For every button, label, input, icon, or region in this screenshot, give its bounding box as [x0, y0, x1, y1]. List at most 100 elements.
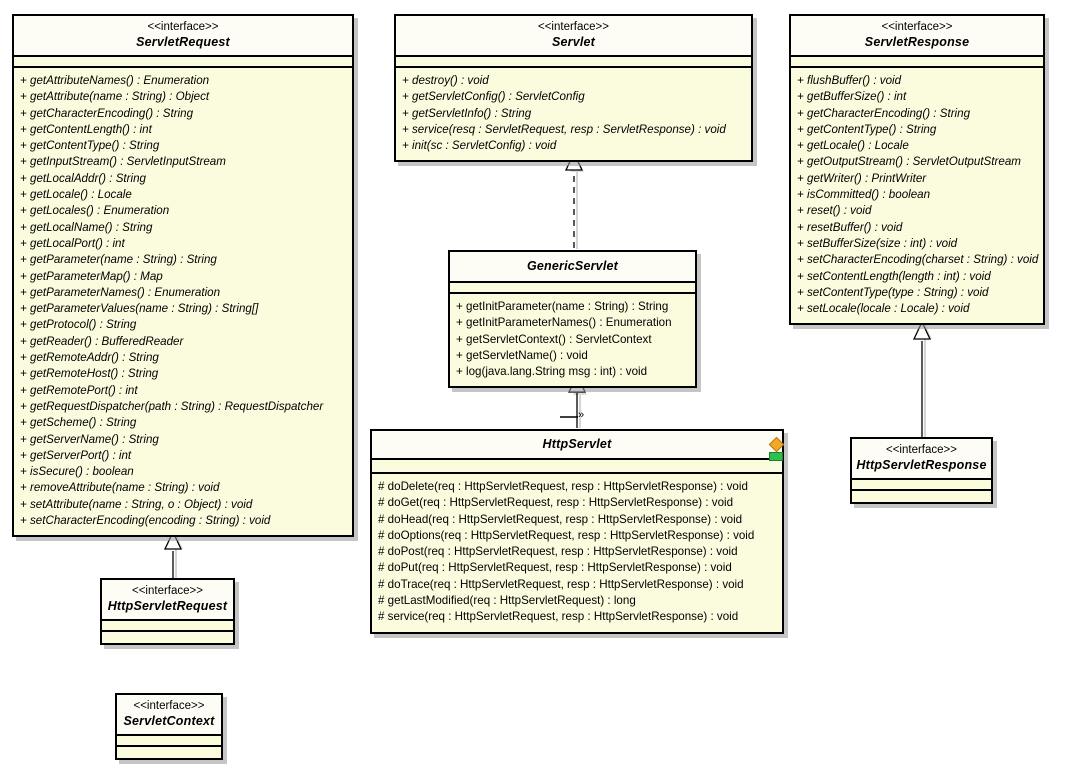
stereotype-label: <<interface>>	[132, 585, 203, 597]
class-box-servlet-context[interactable]: <<interface>> ServletContext	[115, 693, 223, 760]
operation-item: + getRequestDispatcher(path : String) : …	[20, 399, 324, 413]
operation-item: + getInitParameter(name : String) : Stri…	[456, 300, 669, 313]
operation-item: # doDelete(req : HttpServletRequest, res…	[378, 480, 748, 493]
class-name-label: HttpServletRequest	[107, 599, 228, 613]
operations-compartment-empty	[117, 747, 221, 758]
operation-item: + setContentLength(length : int) : void	[797, 269, 991, 283]
operation-item: # doPost(req : HttpServletRequest, resp …	[378, 545, 738, 559]
operation-item: + getContentType() : String	[20, 139, 160, 153]
attributes-compartment	[102, 621, 233, 632]
stereotype-label: <<interface>>	[133, 700, 205, 712]
operation-item: + getServletName() : void	[456, 348, 588, 362]
class-box-servlet-response[interactable]: <<interface>> ServletResponse + flushBuf…	[789, 14, 1045, 326]
operation-item: + getProtocol() : String	[20, 318, 137, 332]
operation-item: + getServerName() : String	[20, 432, 159, 446]
operation-item: + getOutputStream() : ServletOutputStrea…	[797, 155, 1021, 169]
class-header-servlet-response: <<interface>> ServletResponse	[791, 16, 1043, 57]
class-name-label: GenericServlet	[526, 259, 619, 273]
operation-item: + getAttributeNames() : Enumeration	[20, 74, 210, 87]
operation-item: + setBufferSize(size : int) : void	[797, 236, 958, 250]
operation-item: + getLocale() : Locale	[20, 188, 132, 202]
class-box-http-servlet-response[interactable]: <<interface>> HttpServletResponse	[850, 437, 993, 504]
class-box-http-servlet-request[interactable]: <<interface>> HttpServletRequest	[100, 578, 235, 645]
operation-item: + getCharacterEncoding() : String	[20, 106, 194, 120]
class-box-servlet[interactable]: <<interface>> Servlet + destroy() : void…	[394, 14, 753, 163]
operation-item: + getScheme() : String	[20, 416, 137, 430]
stereotype-marker-guillemet: »	[578, 409, 585, 421]
class-name-label: HttpServlet	[542, 437, 612, 451]
operation-item: + getRemoteHost() : String	[20, 367, 159, 381]
operation-item: + setAttribute(name : String, o : Object…	[20, 497, 253, 511]
operation-item: + getInputStream() : ServletInputStream	[20, 155, 226, 169]
stereotype-label: <<interface>>	[538, 21, 609, 33]
class-header-http-servlet: HttpServlet	[372, 431, 782, 460]
operation-item: + getServletInfo() : String	[402, 106, 532, 120]
class-header-http-servlet-request: <<interface>> HttpServletRequest	[102, 580, 233, 621]
operation-item: + removeAttribute(name : String) : void	[20, 481, 220, 495]
operation-item: + getLocale() : Locale	[797, 139, 909, 153]
class-box-generic-servlet[interactable]: GenericServlet + getInitParameter(name :…	[448, 250, 697, 389]
operation-item: + getContentType() : String	[797, 122, 937, 136]
connector-generic-servlet-to-servlet	[564, 151, 584, 248]
operation-item: + setCharacterEncoding(charset : String)…	[797, 253, 1039, 267]
operation-item: + getLocales() : Enumeration	[20, 204, 170, 218]
connector-http-servlet-response-to-servlet-response	[912, 320, 932, 437]
stereotype-label: <<interface>>	[147, 21, 219, 33]
adornment-square-handle[interactable]	[769, 452, 783, 461]
class-box-servlet-request[interactable]: <<interface>> ServletRequest + getAttrib…	[12, 14, 354, 538]
attributes-compartment	[396, 57, 751, 68]
operation-item: + setLocale(locale : Locale) : void	[797, 302, 970, 316]
attributes-compartment	[117, 736, 221, 747]
operation-item: + getServletContext() : ServletContext	[456, 332, 652, 346]
attributes-compartment	[791, 57, 1043, 68]
attributes-compartment	[14, 57, 352, 68]
operation-item: + getParameterNames() : Enumeration	[20, 285, 221, 299]
operation-item: + getReader() : BufferedReader	[20, 334, 184, 348]
class-header-generic-servlet: GenericServlet	[450, 252, 695, 283]
class-header-servlet: <<interface>> Servlet	[396, 16, 751, 57]
operation-item: + getWriter() : PrintWriter	[797, 171, 927, 185]
operation-item: + resetBuffer() : void	[797, 220, 903, 234]
operations-compartment-generic-servlet: + getInitParameter(name : String) : Stri…	[450, 294, 695, 387]
operation-item: # doOptions(req : HttpServletRequest, re…	[378, 528, 755, 542]
operation-item: + getParameter(name : String) : String	[20, 253, 217, 267]
attributes-compartment	[372, 460, 782, 474]
operations-compartment-servlet-response: + flushBuffer() : void + getBufferSize()…	[791, 68, 1043, 324]
class-box-http-servlet[interactable]: HttpServlet # doDelete(req : HttpServlet…	[370, 429, 784, 634]
operation-item: + isCommitted() : boolean	[797, 188, 931, 202]
operation-item: + getServerPort() : int	[20, 448, 132, 462]
operation-item: + getLocalPort() : int	[20, 236, 125, 250]
operation-item: + getLocalName() : String	[20, 220, 153, 234]
operations-compartment-servlet: + destroy() : void + getServletConfig() …	[396, 68, 751, 161]
class-name-label: ServletContext	[123, 714, 215, 728]
operation-item: + setCharacterEncoding(encoding : String…	[20, 514, 271, 528]
operation-item: # doGet(req : HttpServletRequest, resp :…	[378, 496, 734, 510]
operation-item: + destroy() : void	[402, 74, 489, 87]
class-name-label: Servlet	[551, 35, 596, 49]
operation-item: # doHead(req : HttpServletRequest, resp …	[378, 512, 743, 526]
operation-item: + getLocalAddr() : String	[20, 171, 146, 185]
operation-item: + getRemotePort() : int	[20, 383, 138, 397]
operation-item: + isSecure() : boolean	[20, 465, 134, 479]
operations-compartment-http-servlet: # doDelete(req : HttpServletRequest, res…	[372, 474, 782, 632]
operation-item: + getBufferSize() : int	[797, 90, 907, 104]
operation-item: + getParameterMap() : Map	[20, 269, 163, 283]
operations-compartment-servlet-request: + getAttributeNames() : Enumeration + ge…	[14, 68, 352, 536]
operation-item: # doTrace(req : HttpServletRequest, resp…	[378, 577, 744, 591]
operation-item: + reset() : void	[797, 204, 872, 218]
operation-item: + getServletConfig() : ServletConfig	[402, 90, 585, 104]
operation-item: + flushBuffer() : void	[797, 74, 902, 87]
stereotype-label: <<interface>>	[881, 21, 953, 33]
class-name-label: ServletResponse	[864, 35, 970, 49]
operation-item: # service(req : HttpServletRequest, resp…	[378, 610, 739, 624]
class-header-servlet-context: <<interface>> ServletContext	[117, 695, 221, 736]
operation-item: + getCharacterEncoding() : String	[797, 106, 971, 120]
operation-item: # getLastModified(req : HttpServletReque…	[378, 594, 636, 608]
operation-item: + setContentType(type : String) : void	[797, 285, 989, 299]
stereotype-label: <<interface>>	[886, 444, 957, 456]
operation-item: # doPut(req : HttpServletRequest, resp :…	[378, 561, 732, 575]
operation-item: + getInitParameterNames() : Enumeration	[456, 316, 672, 330]
operations-compartment-empty	[102, 632, 233, 643]
operation-item: + getAttribute(name : String) : Object	[20, 90, 210, 104]
